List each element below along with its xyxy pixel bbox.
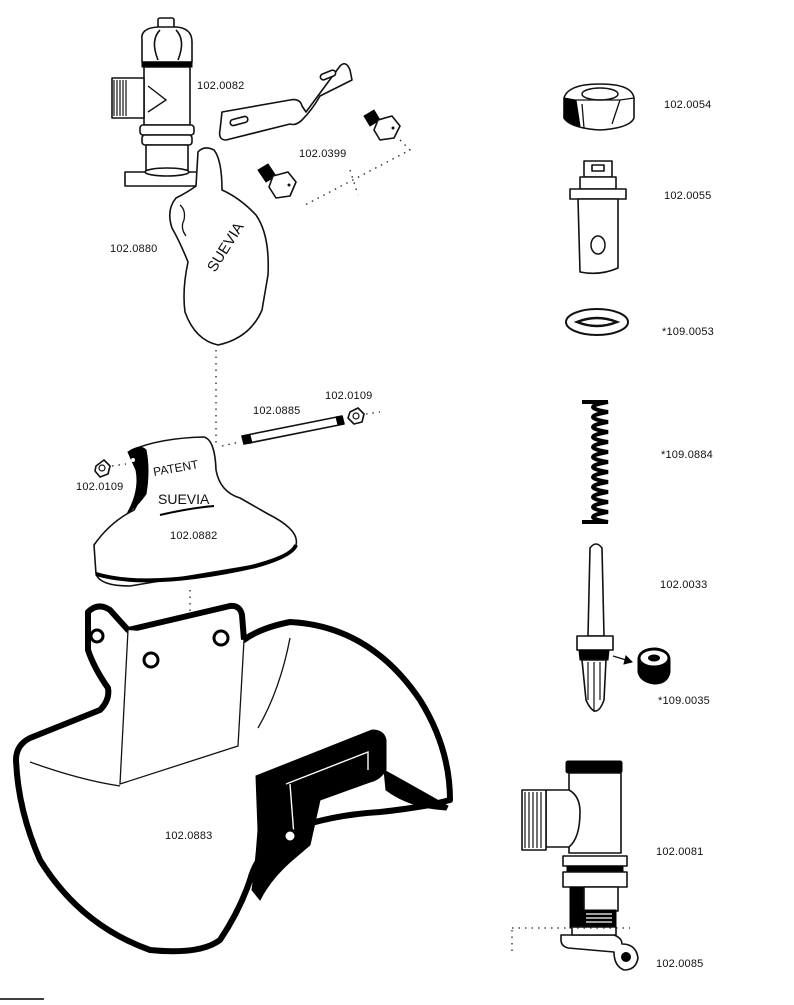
bolt-guide-line: [304, 139, 412, 206]
part-label: 102.0885: [253, 405, 301, 417]
washer-drawing: [565, 308, 629, 336]
part-label: 102.0054: [664, 99, 712, 111]
bowl-drawing: [13, 602, 453, 955]
seal-arrow: [612, 655, 627, 661]
left-nut-drawing: [94, 459, 111, 478]
pin-drawing: [241, 415, 345, 445]
part-label: 102.0085: [656, 958, 704, 970]
part-label: 102.0109: [325, 390, 373, 402]
pin-guide-line: [221, 411, 381, 447]
clamp-guide-line: [511, 927, 630, 954]
part-label: 102.0033: [660, 579, 708, 591]
cover-drawing: PATENT SUEVIA: [93, 436, 298, 587]
bracket-drawing: [218, 62, 353, 141]
cover-brand-text: SUEVIA: [158, 491, 210, 507]
part-label: 102.0880: [110, 243, 158, 255]
spring-coil: [582, 400, 609, 524]
part-label: *109.0884: [661, 449, 713, 461]
pin-nut-drawing: [347, 407, 365, 425]
tee-valve-drawing: [521, 760, 628, 929]
valve-stem-cap-drawing: [569, 160, 627, 275]
left-nut-guide: [111, 463, 127, 467]
spring-drawing: [582, 400, 609, 524]
part-label: 102.0109: [76, 481, 124, 493]
part-label: 102.0082: [197, 80, 245, 92]
valve-pin-drawing: [576, 543, 614, 712]
part-label: *109.0053: [662, 326, 714, 338]
part-label: 102.0882: [170, 530, 218, 542]
bolt-drawing-upper: [363, 109, 401, 141]
seal-ring-drawing: [637, 647, 671, 685]
seal-arrow-head: [623, 655, 633, 665]
part-label: 102.0883: [165, 830, 213, 842]
clamp-drawing: [560, 926, 639, 971]
bolt-drawing-lower: [257, 163, 297, 199]
part-label: 102.0399: [299, 148, 347, 160]
part-label: *109.0035: [658, 695, 710, 707]
part-label: 102.0081: [656, 846, 704, 858]
lever-drawing: SUEVIA: [168, 147, 270, 346]
angle-valve-drawing: [111, 17, 201, 187]
hex-nut-drawing: [563, 83, 635, 131]
part-label: 102.0055: [664, 190, 712, 202]
